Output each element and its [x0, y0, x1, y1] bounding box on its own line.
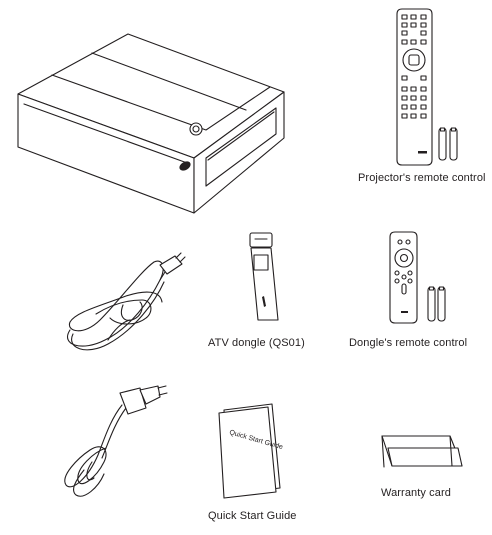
caption-atv-dongle: ATV dongle (QS01)	[208, 337, 305, 349]
caption-dongle-remote: Dongle's remote control	[349, 337, 468, 349]
projector-illustration	[17, 33, 285, 214]
atv-dongle-illustration	[249, 232, 279, 321]
caption-warranty-card: Warranty card	[381, 487, 451, 499]
caption-quick-start-guide: Quick Start Guide	[208, 510, 297, 522]
quick-start-guide-illustration: Quick Start Guide	[218, 403, 284, 499]
dongle-remote-illustration	[389, 231, 446, 324]
projector-remote-illustration	[396, 8, 458, 166]
warranty-card-illustration	[381, 435, 463, 468]
caption-projector-remote: Projector's remote control	[358, 172, 486, 184]
power-cable-plug-illustration	[64, 385, 168, 497]
power-cable-coiled-illustration	[67, 252, 186, 351]
